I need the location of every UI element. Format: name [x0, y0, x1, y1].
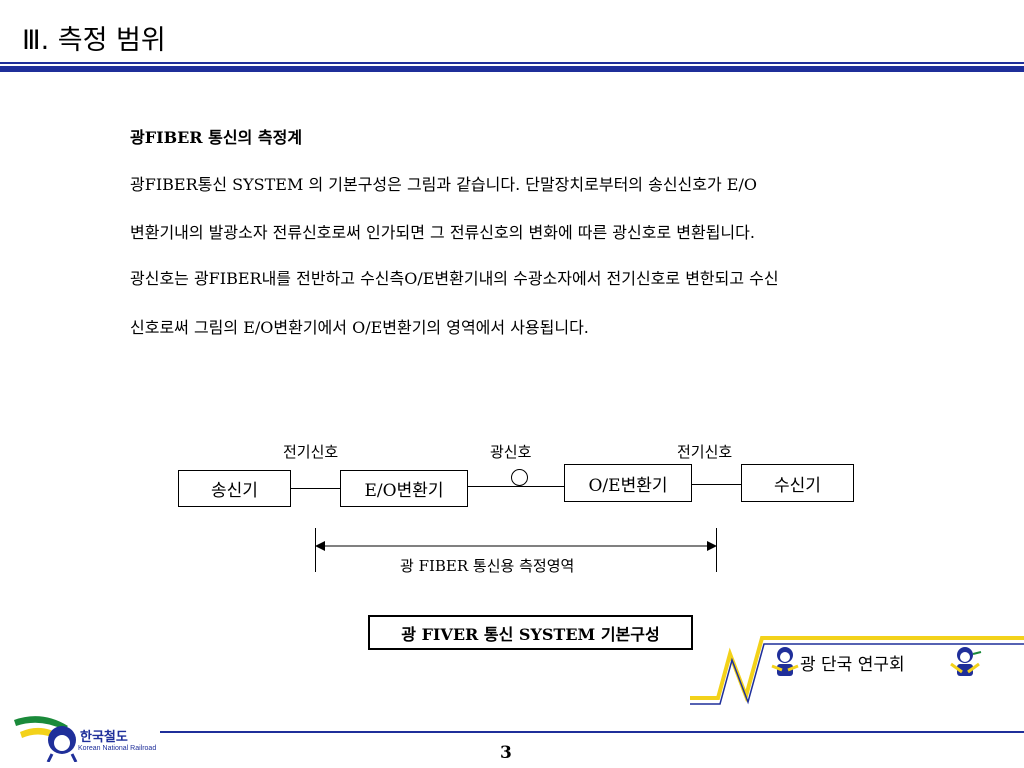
railroad-logo-name: 한국철도	[80, 730, 128, 745]
transmitter-box: 송신기	[178, 470, 291, 507]
mascot-left-icon	[771, 647, 799, 676]
footer-rule	[160, 731, 1024, 733]
paragraph-line: 광FIBER통신 SYSTEM 의 기본구성은 그림과 같습니다. 단말장치로부…	[130, 175, 757, 194]
page-title: Ⅲ. 측정 범위	[22, 25, 166, 56]
title-rule-thin	[0, 62, 1024, 64]
connector-line	[692, 484, 741, 485]
measurement-range-arrow	[315, 541, 717, 551]
title-rule-thick	[0, 66, 1024, 72]
eo-converter-box: E/O변환기	[340, 470, 468, 507]
paragraph-line: 광신호는 광FIBER내를 전반하고 수신측O/E변환기내의 수광소자에서 전기…	[130, 269, 779, 288]
railroad-logo: 한국철도 Korean National Railroad	[12, 712, 160, 762]
electric-signal-label-right: 전기신호	[677, 443, 733, 461]
railroad-logo-subtitle: Korean National Railroad	[78, 745, 157, 752]
optical-signal-circle	[511, 469, 528, 486]
fiber-line	[468, 486, 564, 487]
footer-group-name: 광 단국 연구회	[800, 655, 905, 675]
mascot-right-icon	[950, 647, 982, 676]
railroad-logo-mark-icon	[14, 716, 78, 762]
measurement-range-label: 광 FIBER 통신용 측정영역	[400, 557, 575, 575]
connector-line	[291, 488, 340, 489]
diagram-caption: 광 FIVER 통신 SYSTEM 기본구성	[368, 615, 693, 650]
footer-wave-graphic	[690, 636, 1024, 705]
oe-converter-box: O/E변환기	[564, 464, 692, 502]
electric-signal-label-left: 전기신호	[283, 443, 339, 461]
paragraph-line: 신호로써 그림의 E/O변환기에서 O/E변환기의 영역에서 사용됩니다.	[130, 318, 589, 337]
section-heading: 광FIBER 통신의 측정계	[130, 128, 303, 147]
paragraph-line: 변환기내의 발광소자 전류신호로써 인가되면 그 전류신호의 변화에 따른 광신…	[130, 223, 755, 242]
range-left-tick	[315, 528, 316, 572]
range-right-tick	[716, 528, 717, 572]
optical-signal-label: 광신호	[490, 443, 532, 461]
receiver-box: 수신기	[741, 464, 854, 502]
page-number: 3	[500, 743, 512, 763]
